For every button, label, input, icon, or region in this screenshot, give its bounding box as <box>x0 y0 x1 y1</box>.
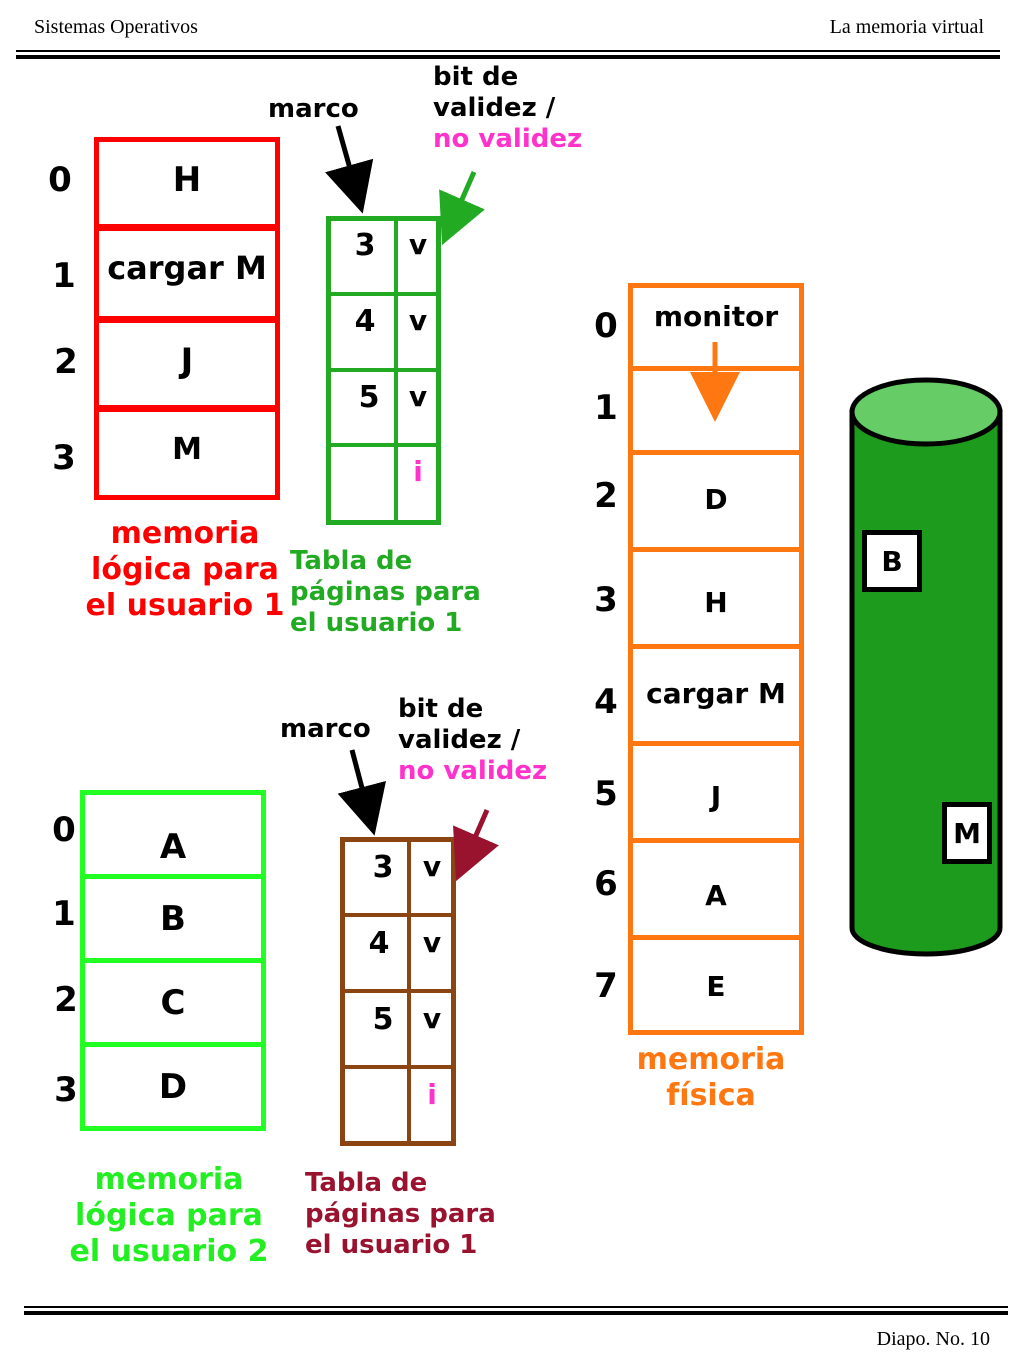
frame-number: 3 <box>354 228 376 263</box>
page-index: 0 <box>48 160 72 200</box>
footer-slide-number: Diapo. No. 10 <box>876 1328 990 1350</box>
frame-number: 3 <box>372 850 394 885</box>
page-table-row-line <box>340 989 456 993</box>
disk-item: M <box>942 802 992 864</box>
header-rule-top <box>16 50 1000 52</box>
validity-bit: i <box>413 455 423 488</box>
page-table-row-line <box>326 292 441 296</box>
validity-bit: v <box>408 304 428 337</box>
frame-index: 5 <box>594 774 618 814</box>
validity-arrow <box>453 809 499 882</box>
frame-number <box>340 455 390 505</box>
logical-page-cell: cargar M <box>94 226 280 321</box>
frame-number: 4 <box>368 926 390 961</box>
page-index: 2 <box>54 980 78 1020</box>
frame-number: 4 <box>354 304 376 339</box>
physical-frame-cell: H <box>628 547 804 649</box>
physical-frame-cell: monitor <box>628 283 804 371</box>
frame-index: 6 <box>594 864 618 904</box>
validity-bit: v <box>422 1002 442 1035</box>
bit-label: bit de validez / no validez <box>398 694 548 787</box>
logical-page-cell: D <box>80 1042 266 1131</box>
marco-label: marco <box>268 94 359 124</box>
physical-frame-cell <box>628 366 804 455</box>
frame-number: 5 <box>372 1002 394 1037</box>
physical-frame-cell: A <box>628 838 804 940</box>
logical-memory-2-caption: memoria lógica para el usuario 2 <box>69 1162 269 1269</box>
frame-number: 5 <box>358 380 380 415</box>
physical-frame-cell: J <box>628 741 804 843</box>
page-index: 3 <box>54 1070 78 1110</box>
page-table-row-line <box>340 913 456 917</box>
validity-bit: v <box>408 380 428 413</box>
page-index: 3 <box>52 438 76 478</box>
physical-frame-cell: E <box>628 935 804 1035</box>
physical-frame-cell: cargar M <box>628 644 804 746</box>
footer-rule-top <box>24 1306 1008 1308</box>
logical-page-cell: J <box>94 318 280 410</box>
frame-index: 7 <box>594 966 618 1006</box>
logical-page-cell: A <box>80 790 266 879</box>
validity-bit: i <box>427 1078 437 1111</box>
disk-item: B <box>862 530 922 592</box>
logical-page-cell: H <box>94 137 280 229</box>
page-table-2-caption: Tabla de páginas para el usuario 1 <box>305 1168 496 1261</box>
marco-arrow <box>325 125 374 214</box>
footer-rule-bottom <box>24 1311 1008 1315</box>
header-right: La memoria virtual <box>829 16 984 38</box>
page-index: 1 <box>52 256 76 296</box>
validity-bit: v <box>408 228 428 261</box>
validity-bit: v <box>422 850 442 883</box>
logical-page-cell: M <box>94 407 280 500</box>
frame-index: 4 <box>594 682 618 722</box>
bit-label: bit de validez / no validez <box>433 62 583 155</box>
page-table-row-line <box>340 1065 456 1069</box>
header-rule-bottom <box>16 55 1000 59</box>
frame-index: 2 <box>594 476 618 516</box>
physical-memory-caption: memoria física <box>636 1042 786 1113</box>
frame-index: 0 <box>594 306 618 346</box>
page-table-row-line <box>326 443 441 447</box>
page-table-1-caption: Tabla de páginas para el usuario 1 <box>290 546 481 639</box>
marco-label: marco <box>280 714 371 744</box>
page-index: 1 <box>52 894 76 934</box>
page-index: 0 <box>52 810 76 850</box>
header-left: Sistemas Operativos <box>34 16 198 38</box>
frame-number <box>354 1078 404 1128</box>
frame-index: 3 <box>594 580 618 620</box>
page-table-row-line <box>326 368 441 372</box>
validity-bit: v <box>422 926 442 959</box>
logical-page-cell: C <box>80 958 266 1047</box>
marco-arrow <box>337 749 386 836</box>
frame-index: 1 <box>594 388 618 428</box>
page-index: 2 <box>54 342 78 382</box>
logical-page-cell: B <box>80 874 266 963</box>
physical-frame-cell: D <box>628 450 804 552</box>
validity-arrow <box>439 170 485 246</box>
logical-memory-1-caption: memoria lógica para el usuario 1 <box>85 516 285 623</box>
